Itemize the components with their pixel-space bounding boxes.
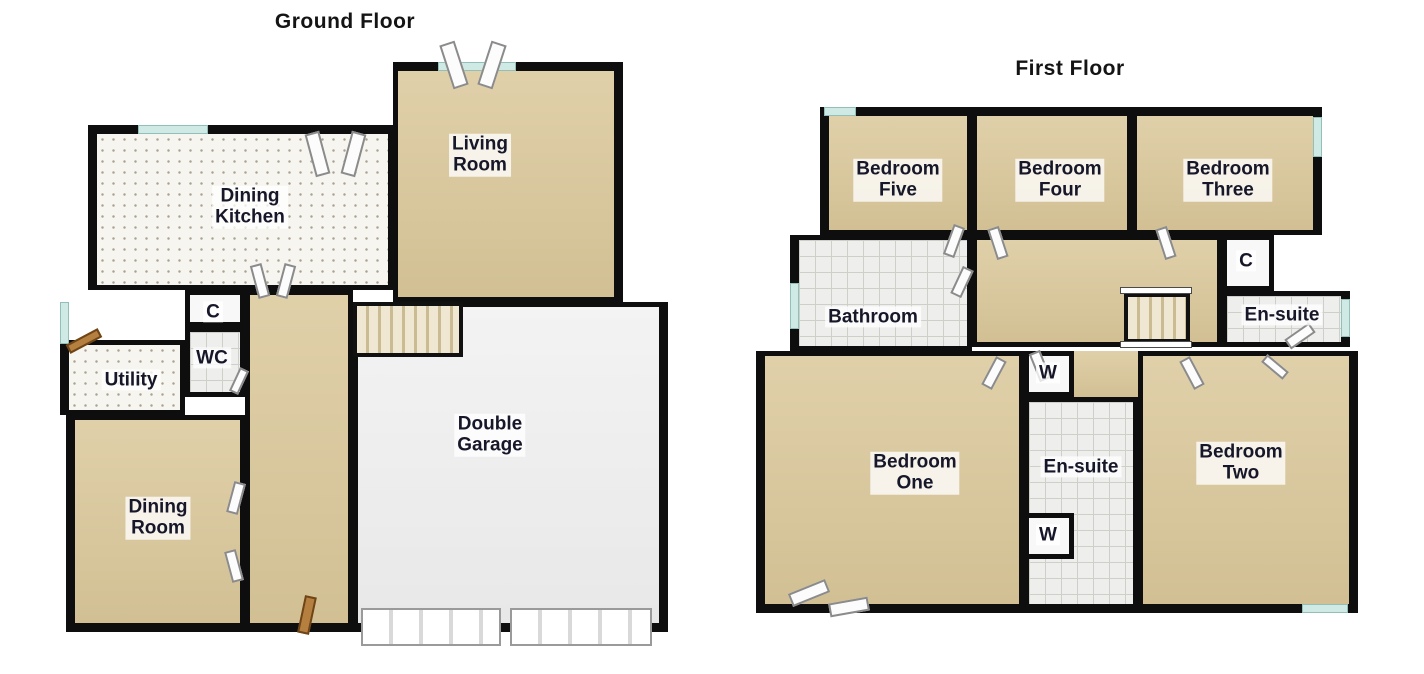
- staircase-icon: [353, 302, 463, 357]
- room-utility: [60, 340, 185, 415]
- room-label-double-garage: Double Garage: [454, 413, 526, 457]
- ground-floor-title: Ground Floor: [274, 10, 416, 33]
- window-icon: [1341, 299, 1350, 337]
- room-label-wardrobe-bottom: W: [1036, 524, 1060, 546]
- room-label-dining-room: Dining Room: [125, 496, 191, 540]
- room-label-cupboard: C: [203, 301, 223, 323]
- room-living-room: [393, 62, 623, 302]
- window-icon: [1313, 117, 1322, 157]
- room-label-bathroom: Bathroom: [825, 306, 921, 328]
- window-icon: [1302, 604, 1348, 613]
- room-en-suite-main: [1024, 397, 1138, 613]
- room-cupboard: [1222, 235, 1274, 291]
- room-label-wardrobe-top: W: [1036, 362, 1060, 384]
- stair-rail-icon: [1120, 341, 1192, 348]
- room-label-utility: Utility: [101, 369, 161, 391]
- room-label-en-suite-front: En-suite: [1241, 304, 1323, 326]
- room-label-bedroom-five: Bedroom Five: [853, 158, 943, 202]
- garage-door-icon: [361, 608, 501, 646]
- window-icon: [790, 283, 799, 329]
- first-floor-plan: Bedroom Five Bedroom Four Bedroom Three …: [742, 95, 1372, 630]
- room-label-dining-kitchen: Dining Kitchen: [212, 185, 288, 229]
- window-icon: [60, 302, 69, 344]
- room-label-wc: WC: [193, 347, 231, 369]
- room-dining-room: [66, 415, 245, 632]
- room-label-bedroom-four: Bedroom Four: [1015, 158, 1105, 202]
- window-icon: [138, 125, 208, 134]
- room-double-garage: [353, 302, 668, 632]
- first-floor-title: First Floor: [1015, 57, 1125, 80]
- room-bedroom-four: [972, 107, 1132, 235]
- room-label-en-suite-main: En-suite: [1040, 456, 1122, 478]
- hallway: [245, 290, 353, 632]
- garage-door-icon: [510, 608, 652, 646]
- room-wardrobe-top: [1024, 351, 1074, 397]
- ground-floor-plan: Dining Kitchen Living Room C WC Utility …: [58, 40, 698, 650]
- staircase-icon: [1124, 293, 1190, 343]
- room-label-bedroom-one: Bedroom One: [870, 451, 960, 495]
- window-icon: [824, 107, 856, 116]
- room-label-bedroom-three: Bedroom Three: [1183, 158, 1273, 202]
- window-icon: [438, 62, 516, 71]
- room-label-bedroom-two: Bedroom Two: [1196, 441, 1286, 485]
- room-bathroom: [790, 235, 972, 351]
- stair-rail-icon: [1120, 287, 1192, 294]
- room-label-living-room: Living Room: [449, 133, 511, 177]
- corridor: [1074, 351, 1138, 397]
- room-label-cupboard: C: [1236, 250, 1256, 272]
